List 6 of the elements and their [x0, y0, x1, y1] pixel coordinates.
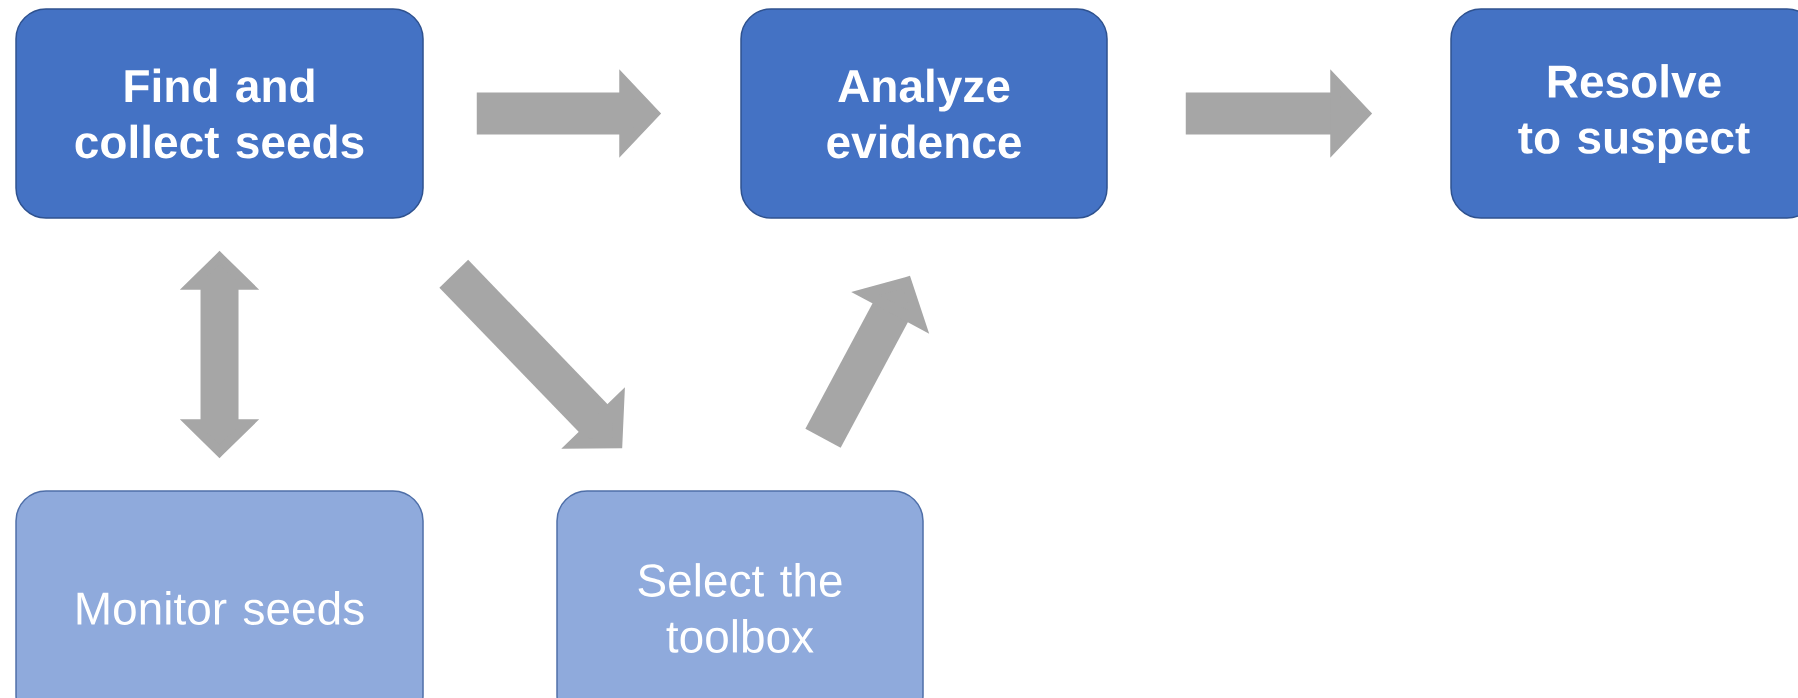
- process-box: Select the toolbox: [556, 490, 924, 698]
- process-box: Resolve to suspect: [1450, 8, 1798, 219]
- process-box: Analyze evidence: [740, 8, 1108, 219]
- block-arrow: [439, 259, 625, 449]
- process-box: Find and collect seeds: [15, 8, 424, 219]
- process-box: Monitor seeds: [15, 490, 424, 698]
